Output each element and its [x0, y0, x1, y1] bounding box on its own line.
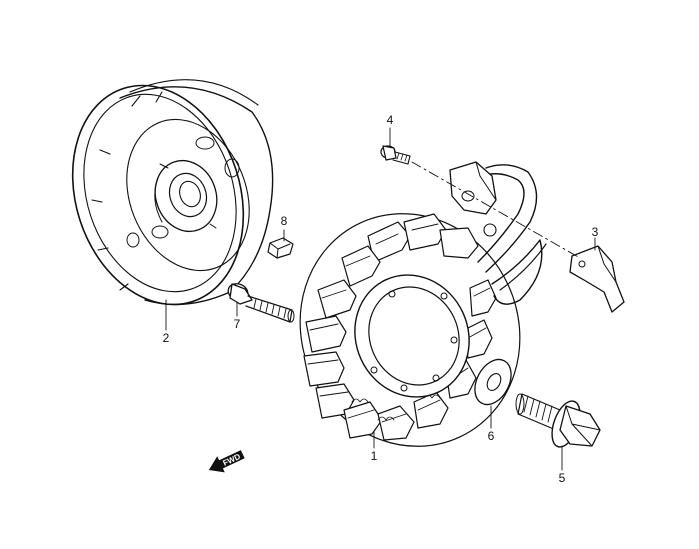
callout-6: 6	[488, 429, 495, 443]
callout-1: 1	[371, 449, 378, 463]
forward-arrow-icon: FWD	[208, 450, 245, 473]
callout-8: 8	[281, 214, 288, 228]
fwd-label: FWD	[221, 452, 242, 468]
rotor-bolt	[227, 283, 295, 323]
callout-7: 7	[234, 317, 241, 331]
callout-labels: 1 2 3 4 5 6 7 8	[163, 113, 599, 485]
callout-5: 5	[559, 471, 566, 485]
wire-grommet	[449, 161, 497, 237]
washer	[474, 358, 512, 406]
callout-3: 3	[592, 225, 599, 239]
callout-4: 4	[387, 113, 394, 127]
leader-lines	[165, 127, 596, 471]
flange-bolt	[515, 393, 601, 448]
wire-clamp	[569, 245, 625, 313]
flywheel-rotor	[71, 79, 274, 306]
woodruff-key	[267, 237, 294, 259]
callout-2: 2	[163, 331, 170, 345]
clamp-screw	[380, 145, 411, 165]
stator-assembly	[299, 164, 547, 447]
